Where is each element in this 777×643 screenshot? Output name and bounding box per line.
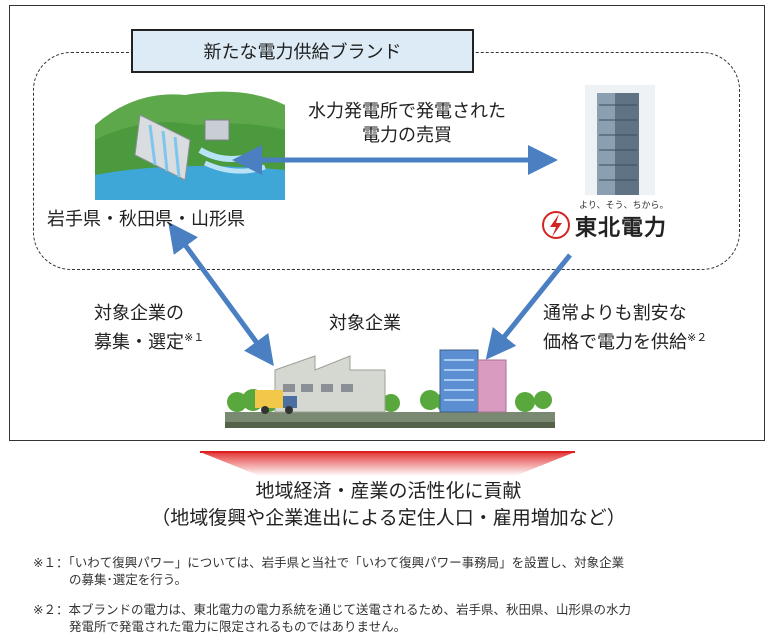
company-logo: より、そう、ちから。 東北電力	[541, 198, 681, 242]
recruit-label: 対象企業の 募集・選定※１	[94, 303, 205, 353]
brand-title-box: 新たな電力供給ブランド	[131, 29, 474, 73]
lightning-logo-icon	[542, 211, 570, 239]
outcome-statement: 地域経済・産業の活性化に貢献 （地域復興や企業進出による定住人口・雇用増加など）	[151, 480, 626, 529]
footnote-1: ※１：「いわて復興パワー」については、岩手県と当社で「いわて復興パワー事務局」を…	[33, 555, 625, 587]
company-name: 東北電力	[575, 216, 668, 241]
target-companies-label: 対象企業	[329, 313, 401, 334]
supply-label: 通常よりも割安な 価格で電力を供給※２	[543, 303, 708, 353]
company-building-illustration	[585, 85, 655, 195]
region-label: 岩手県・秋田県・山形県	[47, 209, 245, 230]
footnote-2: ※２：本ブランドの電力は、東北電力の電力系統を通じて送電されるため、岩手県、秋田…	[33, 602, 631, 634]
company-tagline: より、そう、ちから。	[579, 201, 669, 211]
recruit-arrow	[168, 221, 274, 367]
supply-arrow	[485, 253, 572, 360]
trade-label: 水力発電所で発電された 電力の売買	[308, 101, 506, 146]
result-banner-arrow	[200, 452, 575, 476]
brand-title: 新たな電力供給ブランド	[203, 42, 402, 63]
target-companies-illustration	[225, 349, 555, 428]
diagram-frame	[9, 5, 765, 441]
